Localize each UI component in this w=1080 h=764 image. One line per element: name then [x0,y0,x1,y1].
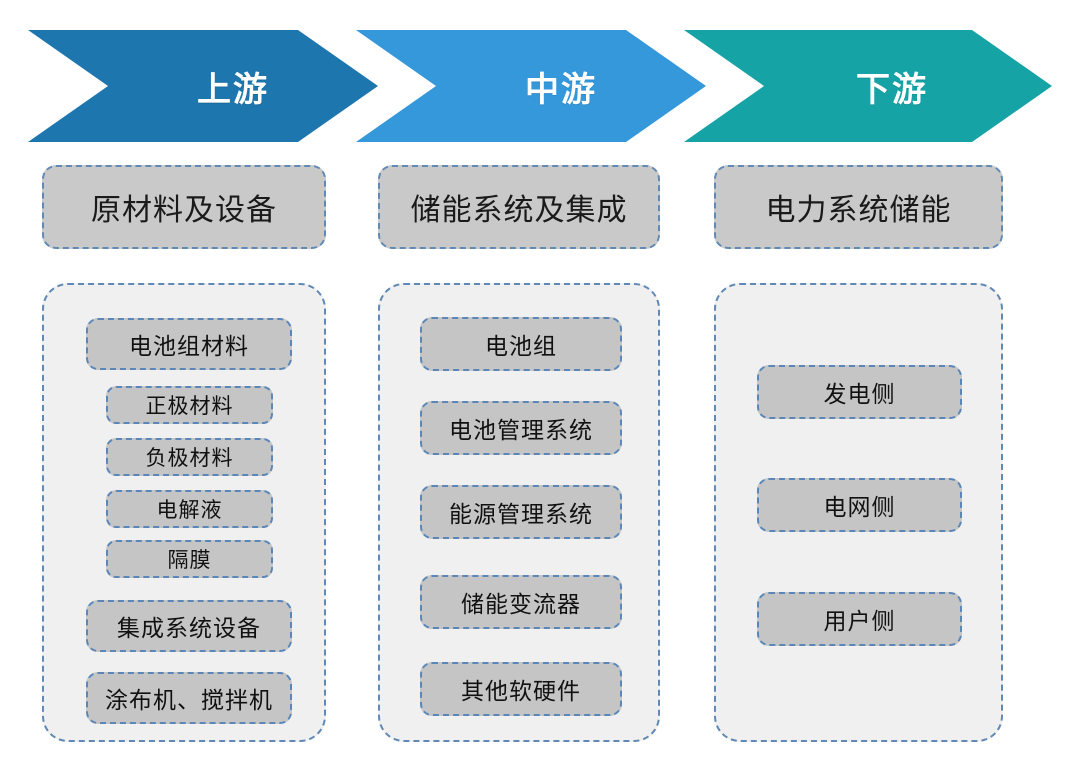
column-upstream-header-label: 原材料及设备 [91,194,277,227]
item-label: 电解液 [156,498,223,522]
item-label: 能源管理系统 [449,502,593,527]
item-label: 负极材料 [145,446,234,470]
item-label: 涂布机、搅拌机 [105,688,273,713]
column-midstream-header-label: 储能系统及集成 [410,194,628,227]
column-downstream: 电力系统储能 发电侧 电网侧 用户侧 [714,165,1003,742]
item-box[interactable]: 电网侧 [757,478,962,532]
column-midstream-header[interactable]: 储能系统及集成 [378,165,660,249]
column-upstream: 原材料及设备 电池组材料 正极材料 负极材料 电解液 隔膜 集成系统设备 涂布机… [42,165,326,742]
item-box[interactable]: 电池管理系统 [420,401,622,455]
item-label: 隔膜 [167,548,212,572]
item-label: 正极材料 [145,394,234,418]
item-box[interactable]: 能源管理系统 [420,485,622,539]
item-label: 储能变流器 [461,592,581,617]
item-box[interactable]: 其他软硬件 [420,662,622,716]
item-box[interactable]: 正极材料 [106,386,273,424]
item-box[interactable]: 电解液 [106,490,273,528]
column-upstream-header[interactable]: 原材料及设备 [42,165,326,249]
item-label: 用户侧 [823,609,896,634]
item-label: 电网侧 [823,495,896,520]
chevron-stage-downstream-label: 下游 [856,70,928,109]
item-label: 电池组 [485,334,557,359]
item-box[interactable]: 发电侧 [757,365,962,419]
item-label: 发电侧 [823,382,896,407]
chevron-stage-upstream[interactable]: 上游 [28,30,378,142]
chevron-stage-midstream[interactable]: 中游 [356,30,706,142]
column-downstream-header-label: 电力系统储能 [765,194,952,227]
item-box[interactable]: 负极材料 [106,438,273,476]
item-box[interactable]: 电池组 [420,317,622,371]
column-downstream-header[interactable]: 电力系统储能 [714,165,1003,249]
item-box[interactable]: 集成系统设备 [86,600,292,652]
item-box[interactable]: 电池组材料 [86,318,292,370]
column-upstream-panel: 电池组材料 正极材料 负极材料 电解液 隔膜 集成系统设备 涂布机、搅拌机 [42,283,326,742]
chevron-stage-downstream[interactable]: 下游 [684,30,1052,142]
column-midstream-panel: 电池组 电池管理系统 能源管理系统 储能变流器 其他软硬件 [378,283,660,742]
item-label: 其他软硬件 [461,679,581,704]
chevron-stage-midstream-label: 中游 [525,70,597,109]
column-downstream-panel: 发电侧 电网侧 用户侧 [714,283,1003,742]
column-midstream: 储能系统及集成 电池组 电池管理系统 能源管理系统 储能变流器 其他软硬件 [378,165,660,742]
value-chain-chevron-band: 上游 中游 下游 [0,30,1080,142]
item-box[interactable]: 储能变流器 [420,575,622,629]
item-box[interactable]: 用户侧 [757,592,962,646]
item-label: 电池组材料 [129,334,249,359]
item-label: 集成系统设备 [117,616,261,641]
item-box[interactable]: 隔膜 [106,540,273,578]
chevron-stage-upstream-label: 上游 [197,70,269,109]
item-label: 电池管理系统 [449,418,593,443]
item-box[interactable]: 涂布机、搅拌机 [86,672,292,724]
